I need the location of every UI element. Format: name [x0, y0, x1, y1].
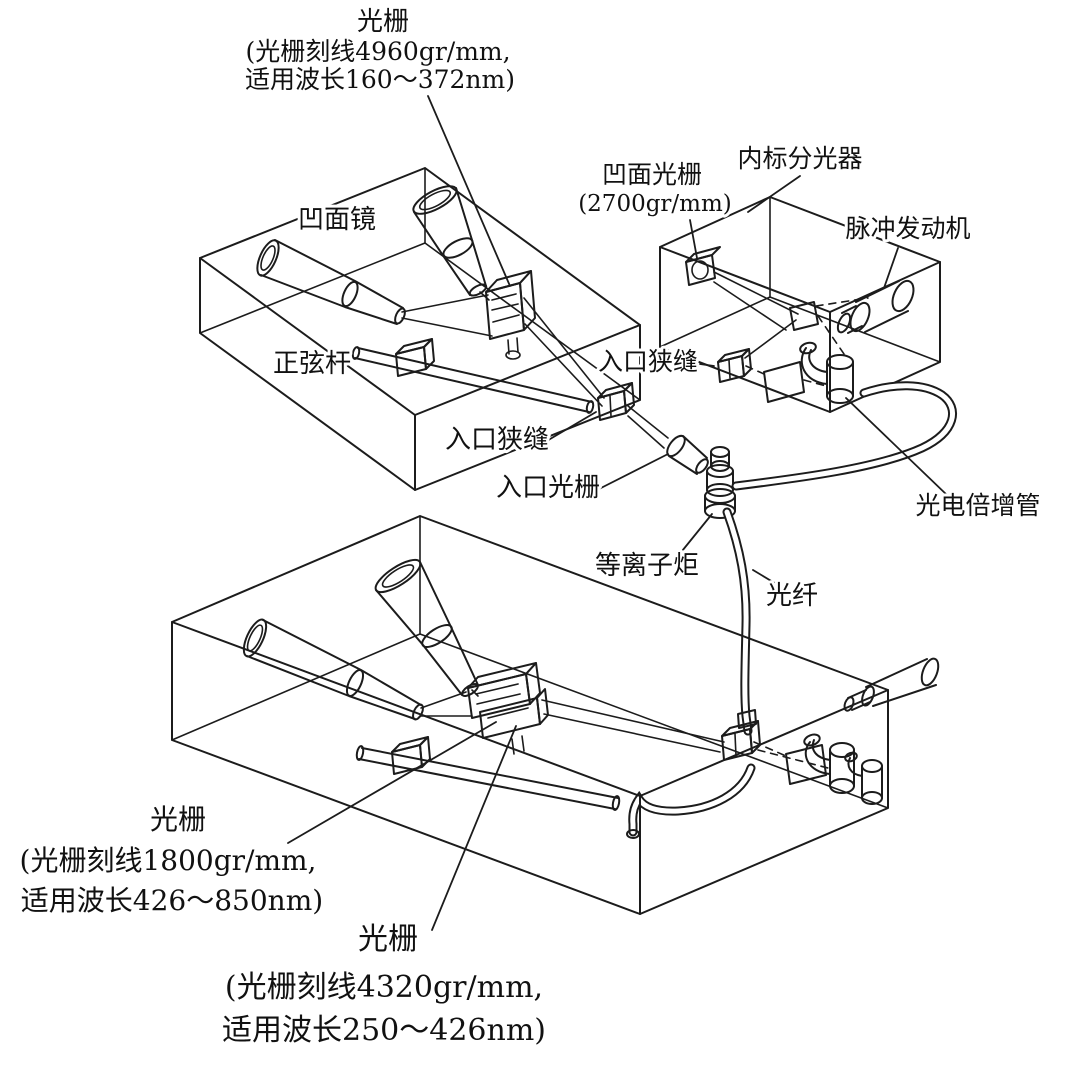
label-grating-top-name: 光栅: [357, 7, 409, 37]
optical-fiber-loop: [731, 381, 958, 491]
concave-mirror-bottom-top: [374, 558, 479, 697]
sine-bar-bottom: [355, 736, 621, 811]
detector-assembly-bottom: [753, 733, 883, 805]
optical-fiber-bottom-box: [626, 763, 756, 839]
label-optical-fiber: 光纤: [766, 581, 818, 611]
label-pulse-motor: 脉冲发动机: [845, 214, 970, 243]
label-grating-top-detail2: 适用波长160～372nm): [245, 65, 515, 94]
label-grating-top-detail1: (光栅刻线4960gr/mm,: [245, 37, 510, 66]
label-plasma-torch: 等离子炬: [595, 551, 699, 581]
label-sine-bar: 正弦杆: [273, 349, 351, 379]
label-concave-mirror: 凹面镜: [298, 205, 376, 235]
lens-barrel-bottom-right: [843, 657, 940, 712]
pulse-motor: [836, 279, 915, 334]
label-entrance-grating: 入口光栅: [496, 473, 600, 503]
label-concave-grating-name: 凹面光栅: [602, 160, 702, 189]
label-grating-mid-detail2: 适用波长426～850nm): [21, 884, 323, 917]
label-grating-bottom-detail1: (光栅刻线4320gr/mm,: [225, 970, 543, 1005]
entrance-grating-cone: [627, 405, 709, 475]
optical-fiber-down: [722, 507, 753, 736]
concave-mirror-top: [412, 185, 488, 297]
label-photomultiplier-tube: 光电倍增管: [915, 491, 1040, 520]
label-grating-bottom-detail2: 适用波长250～426nm): [222, 1013, 546, 1048]
internal-standard-box: [659, 196, 941, 413]
main-spectrometer-box: [199, 167, 641, 491]
concave-grating-block: [685, 246, 721, 286]
sine-bar-top: [351, 338, 595, 414]
entrance-slit-main-block: [597, 382, 635, 421]
photomultiplier-tube: [799, 341, 854, 404]
label-internal-standard-spectrometer: 内标分光器: [737, 144, 862, 173]
concave-mirror-bottom-left: [242, 618, 424, 721]
label-grating-mid-detail1: (光栅刻线1800gr/mm,: [20, 844, 317, 877]
label-concave-grating-detail: (2700gr/mm): [578, 191, 732, 217]
light-rays-bottom-box: [420, 689, 725, 753]
label-entrance-slit-main: 入口狭缝: [445, 425, 549, 455]
plasma-torch: [704, 446, 736, 519]
detector-plate-internal: [745, 361, 827, 403]
label-entrance-slit-upper: 入口狭缝: [598, 347, 698, 376]
label-grating-bottom-name: 光栅: [358, 922, 418, 957]
label-grating-mid-name: 光栅: [150, 803, 206, 836]
light-rays-top-box: [401, 291, 605, 407]
leader-lines: [287, 95, 949, 931]
grating-block-top: [485, 270, 536, 360]
